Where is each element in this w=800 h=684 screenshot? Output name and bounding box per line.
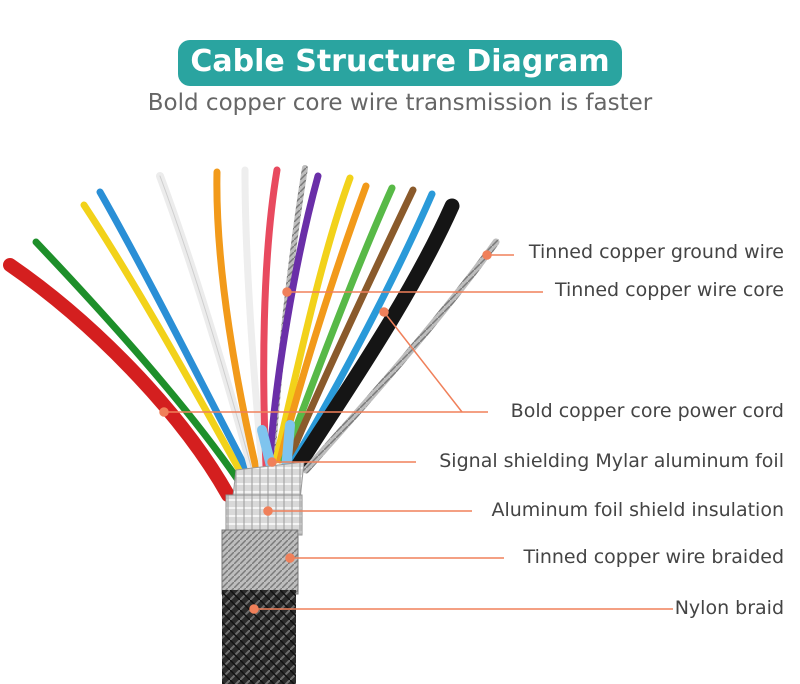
brown-wire — [284, 186, 417, 466]
orange-wire-left — [213, 168, 260, 472]
red-wire — [3, 258, 235, 502]
label-tinned-copper-wire-braided: Tinned copper wire braided — [521, 546, 784, 568]
yellow-wire-left — [80, 201, 248, 482]
wire-group — [3, 165, 500, 502]
label-bold-copper-core-power-cord: Bold copper core power cord — [508, 400, 784, 422]
aluminum-foil-insulation — [225, 494, 303, 536]
label-tinned-copper-wire-core: Tinned copper wire core — [552, 279, 784, 301]
title-wrap: Cable Structure Diagram — [0, 40, 800, 86]
light-blue-wire — [288, 190, 436, 468]
green-wire-right — [280, 184, 396, 464]
cable-body — [221, 461, 305, 684]
blue-wire-left — [96, 188, 254, 480]
tinned-ground-wire — [302, 238, 500, 474]
green-wire-left — [32, 238, 242, 484]
label-signal-shielding-mylar-aluminum-foil: Signal shielding Mylar aluminum foil — [437, 450, 784, 472]
black-wire — [290, 198, 460, 474]
white-wire-outline — [159, 175, 253, 471]
label-nylon-braid: Nylon braid — [672, 597, 784, 619]
leader-lines — [159, 250, 674, 614]
diagram-subtitle: Bold copper core wire transmission is fa… — [147, 90, 653, 116]
label-tinned-copper-ground-wire: Tinned copper ground wire — [526, 241, 784, 263]
diagram-title: Cable Structure Diagram — [178, 40, 622, 86]
yellow-wire-right — [272, 174, 354, 464]
label-aluminum-foil-shield-insulation: Aluminum foil shield insulation — [489, 499, 784, 521]
nylon-braid-jacket — [222, 590, 296, 684]
tinned-braid-layer — [221, 529, 299, 595]
purple-wire — [266, 172, 322, 464]
